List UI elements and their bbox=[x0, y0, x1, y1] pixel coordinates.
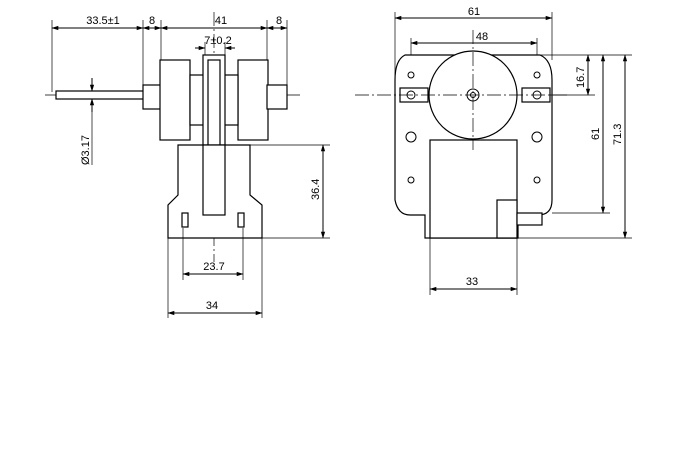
label-axis-height: 16.7 bbox=[575, 67, 587, 88]
terminal-left bbox=[181, 212, 189, 228]
label-shaft-diameter: Ø3.17 bbox=[80, 135, 92, 165]
label-left-width: 8 bbox=[149, 15, 155, 27]
label-body-height: 36.4 bbox=[310, 179, 322, 200]
label-shaft-length: 33.5±1 bbox=[86, 15, 120, 27]
label-coil-width: 33 bbox=[466, 276, 478, 288]
label-front-width: 61 bbox=[468, 6, 480, 18]
label-height-61: 61 bbox=[590, 128, 602, 140]
label-center-gap: 7±0.2 bbox=[204, 35, 231, 47]
side-view: 33.5±1 8 41 8 7±0.2 Ø3.17 36.4 bbox=[45, 12, 330, 318]
shaft bbox=[55, 90, 147, 100]
label-hole-spacing: 48 bbox=[476, 31, 488, 43]
front-view: 61 48 16.7 bbox=[355, 6, 632, 295]
label-overall-height: 71.3 bbox=[612, 124, 624, 145]
label-right-width: 8 bbox=[276, 15, 282, 27]
connector bbox=[496, 199, 518, 239]
label-terminal-spacing: 23.7 bbox=[203, 261, 224, 273]
label-base-width: 34 bbox=[206, 300, 218, 312]
terminal-right bbox=[237, 212, 245, 228]
label-overall-width: 41 bbox=[215, 15, 227, 27]
